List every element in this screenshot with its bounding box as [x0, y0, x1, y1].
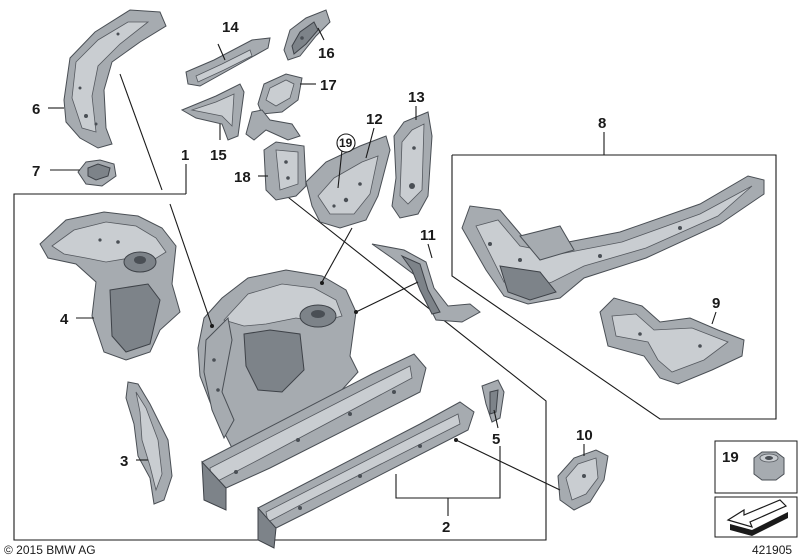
- part-9-bracket: [599, 297, 745, 385]
- part-16-bracket: [283, 9, 331, 61]
- part-8-member: [461, 175, 765, 305]
- callout-19-circled: 19: [336, 133, 356, 153]
- callout-4: 4: [60, 311, 69, 328]
- callout-19: 19: [339, 136, 353, 150]
- callout-18: 18: [234, 169, 251, 186]
- callout-12: 12: [366, 111, 383, 128]
- part-7-bracket: [77, 159, 117, 187]
- part-12-bracket: [305, 135, 391, 229]
- callout-14: 14: [222, 19, 239, 36]
- part-15-bracket: [180, 83, 245, 141]
- callout-16: 16: [318, 45, 335, 62]
- callout-6: 6: [32, 101, 40, 118]
- part-1-front-structure: [197, 269, 427, 511]
- part-18-bracket: [263, 141, 307, 201]
- part-11-bracket: [371, 243, 481, 323]
- part-2-longitudinal: [257, 401, 475, 549]
- callout-15: 15: [210, 147, 227, 164]
- callout-11: 11: [420, 227, 436, 244]
- part-6-rail: [63, 9, 167, 149]
- callout-10: 10: [576, 427, 593, 444]
- diagram-id: 421905: [752, 543, 792, 557]
- part-3-bracket: [125, 381, 173, 505]
- part-4-wheel-housing: [39, 211, 181, 361]
- legend-nut-box: 19: [714, 440, 798, 494]
- callout-2: 2: [442, 519, 450, 536]
- callout-5: 5: [492, 431, 500, 448]
- part-17-bracket: [245, 73, 303, 141]
- callout-9: 9: [712, 295, 720, 312]
- callout-1: 1: [181, 147, 189, 164]
- callout-7: 7: [32, 163, 40, 180]
- legend-number-19: 19: [722, 449, 739, 466]
- leader-lines: [48, 27, 717, 516]
- part-10-bracket: [557, 449, 609, 511]
- part-13-bracket: [391, 111, 433, 219]
- part-5-bracket: [481, 379, 505, 423]
- arrow-icon: [726, 499, 788, 528]
- legend-arrow-box: [714, 496, 798, 538]
- callout-17: 17: [320, 77, 337, 94]
- callout-3: 3: [120, 453, 128, 470]
- copyright-text: © 2015 BMW AG: [4, 543, 96, 557]
- callout-labels: 14 16 17 15 18 6 7 1 12 13 11 4 3 8 9 10…: [32, 19, 720, 536]
- group-frame-8: [451, 154, 777, 420]
- part-14-bracket: [185, 37, 271, 87]
- callout-13: 13: [408, 89, 425, 106]
- group-frame-1: [13, 193, 547, 541]
- callout-8: 8: [598, 115, 606, 132]
